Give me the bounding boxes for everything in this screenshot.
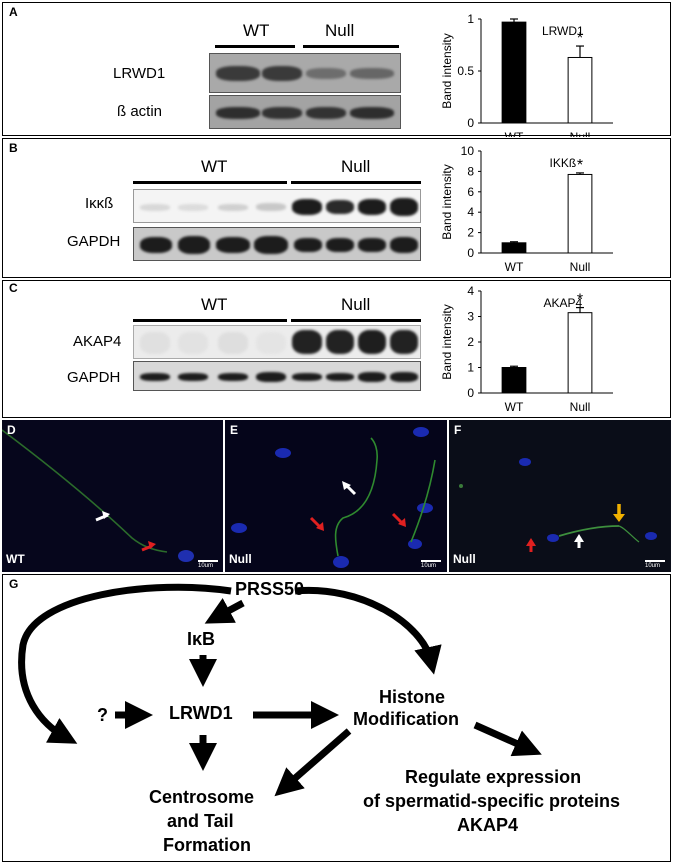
significance-marker: * — [577, 30, 583, 47]
category-label: WT — [505, 400, 524, 414]
group-bar-wt — [215, 45, 295, 48]
blot-gapdh — [133, 361, 421, 391]
node-lrwd1: LRWD1 — [169, 703, 233, 723]
micrograph-label: F — [454, 423, 462, 437]
node-centrosome-line3: Formation — [163, 835, 251, 855]
y-tick-label: 4 — [467, 284, 474, 298]
y-tick-label: 0.5 — [457, 64, 474, 78]
y-tick-label: 1 — [467, 361, 474, 375]
micrograph-d: D WT 10um — [2, 420, 223, 572]
row-label-lrwd1: LRWD1 — [113, 65, 166, 82]
node-centrosome-line1: Centrosome — [149, 787, 255, 807]
panel-label: C — [9, 281, 18, 295]
scale-label: 10um — [645, 563, 661, 569]
category-label: WT — [505, 130, 524, 137]
group-label-null: Null — [341, 157, 371, 176]
group-label-wt: WT — [201, 157, 228, 176]
bar-wt — [501, 242, 527, 254]
bar-wt — [501, 367, 527, 394]
bar-null — [567, 173, 593, 254]
micrograph-caption: WT — [6, 552, 25, 566]
group-label-wt: WT — [243, 21, 270, 40]
blot-gapdh — [133, 227, 421, 261]
chart-title: AKAP4 — [543, 296, 582, 310]
y-tick-label: 0 — [467, 246, 474, 260]
bar-null — [567, 312, 593, 394]
scale-bar — [198, 560, 218, 562]
bar-null — [567, 56, 593, 124]
scale-label: 10um — [421, 563, 437, 569]
y-tick-label: 0 — [467, 116, 474, 130]
micrograph-caption: Null — [229, 552, 252, 566]
group-bar-wt — [133, 181, 287, 184]
y-tick-label: 8 — [467, 164, 474, 178]
micrograph-e: E Null 10um — [225, 420, 447, 572]
micrograph-f: F Null 10um — [449, 420, 671, 572]
y-axis-label: Band intensity — [440, 33, 454, 108]
node-histone-line2: Modification — [353, 709, 459, 729]
blot-lrwd1 — [209, 53, 401, 93]
node-regulate-line3: AKAP4 — [457, 815, 519, 835]
blot-ikkb — [133, 189, 421, 223]
node-prss50: PRSS50 — [235, 579, 305, 599]
y-tick-label: 1 — [467, 12, 474, 26]
panel-g-diagram: G PRSS50 IκB ? LR — [2, 574, 671, 862]
significance-marker: * — [577, 292, 583, 309]
y-axis-label: Band intensity — [440, 304, 454, 379]
bar-wt — [501, 21, 527, 124]
node-unknown: ? — [97, 705, 108, 725]
scale-bar — [421, 560, 441, 562]
group-label-null: Null — [341, 295, 371, 314]
blot-actin — [209, 95, 401, 129]
y-tick-label: 10 — [461, 144, 475, 158]
group-label-null: Null — [325, 21, 355, 40]
panel-label: G — [9, 577, 19, 591]
panel-label: A — [9, 5, 18, 19]
y-tick-label: 4 — [467, 205, 474, 219]
micrograph-caption: Null — [453, 552, 476, 566]
micrograph-label: E — [230, 423, 239, 437]
significance-marker: * — [577, 157, 583, 174]
node-centrosome-line2: and Tail — [167, 811, 234, 831]
panel-label: B — [9, 141, 18, 155]
category-label: Null — [570, 260, 591, 274]
category-label: Null — [570, 130, 591, 137]
node-regulate-line1: Regulate expression — [405, 767, 582, 787]
row-label-akap4: AKAP4 — [73, 333, 122, 350]
category-label: WT — [505, 260, 524, 274]
group-bar-null — [291, 319, 421, 322]
blot-akap4 — [133, 325, 421, 359]
scale-bar — [645, 560, 665, 562]
group-bar-null — [291, 181, 421, 184]
row-label-ikkb: Iκκß — [85, 195, 114, 212]
y-tick-label: 2 — [467, 335, 474, 349]
chart-title: LRWD1 — [542, 24, 584, 38]
y-tick-label: 3 — [467, 310, 474, 324]
micrograph-label: D — [7, 423, 16, 437]
row-label-actin: ß actin — [117, 103, 163, 120]
node-regulate-line2: of spermatid-specific proteins — [363, 791, 621, 811]
node-histone-line1: Histone — [379, 687, 446, 707]
node-ikb: IκB — [187, 629, 216, 649]
chart-title: IKKß — [550, 156, 577, 170]
row-label-gapdh: GAPDH — [67, 369, 121, 386]
y-tick-label: 6 — [467, 185, 474, 199]
scale-label: 10um — [198, 563, 214, 569]
group-bar-null — [303, 45, 399, 48]
group-label-wt: WT — [201, 295, 228, 314]
group-bar-wt — [133, 319, 287, 322]
category-label: Null — [570, 400, 591, 414]
row-label-gapdh: GAPDH — [67, 233, 121, 250]
y-tick-label: 2 — [467, 226, 474, 240]
y-tick-label: 0 — [467, 386, 474, 400]
y-axis-label: Band intensity — [440, 164, 454, 239]
pathway-arrows — [18, 583, 542, 797]
